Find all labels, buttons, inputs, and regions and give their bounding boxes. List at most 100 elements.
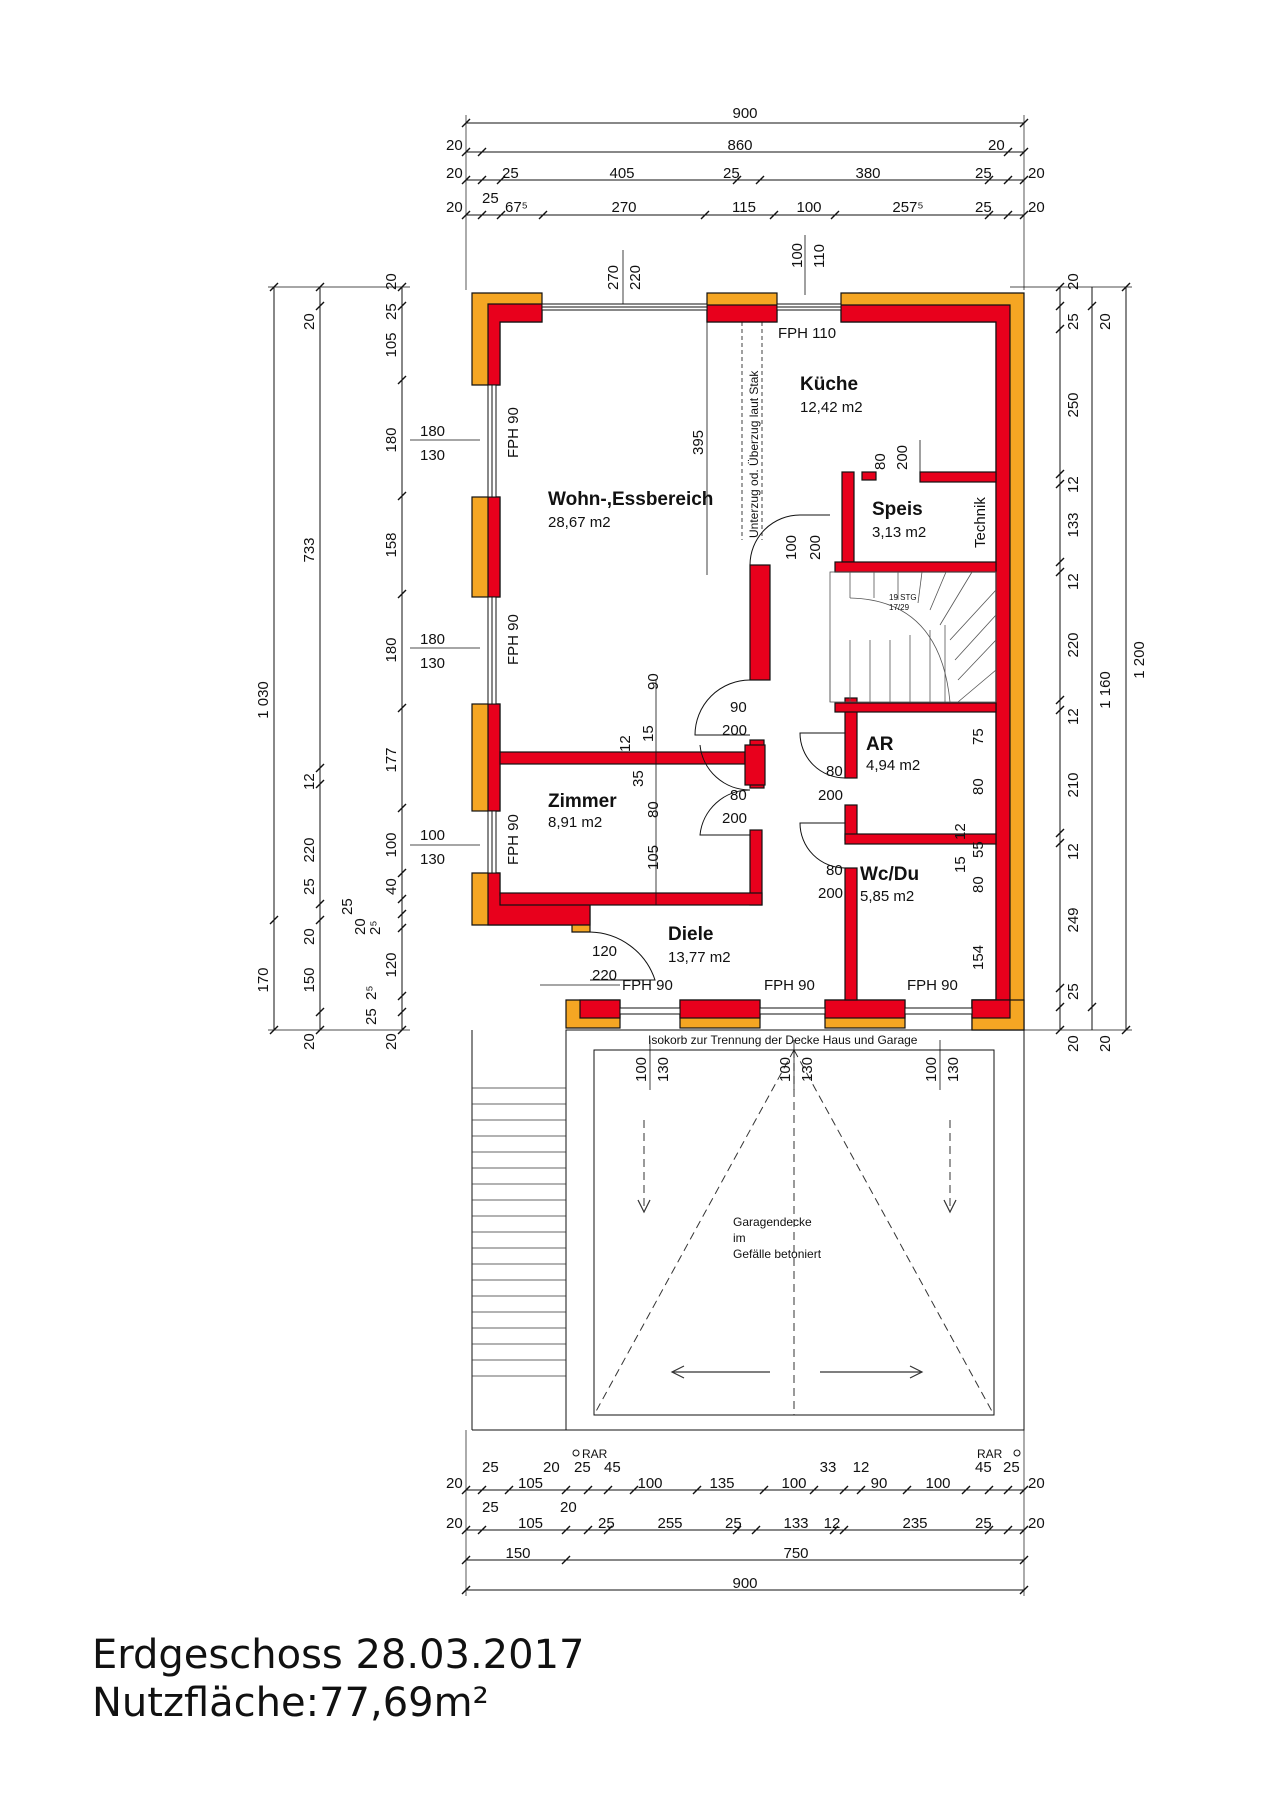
garage-note: im bbox=[733, 1231, 746, 1245]
dim-label: 12 bbox=[617, 735, 634, 752]
window-label: FPH 90 bbox=[505, 614, 522, 665]
dim-label: 257⁵ bbox=[892, 199, 923, 216]
dim-label: 20 bbox=[1028, 199, 1045, 216]
window-label: FPH 90 bbox=[622, 977, 673, 994]
dim-label: 35 bbox=[630, 770, 647, 787]
dim-label: 180 bbox=[420, 631, 445, 648]
dim-label: 180 bbox=[383, 637, 400, 662]
isokorb-note: Isokorb zur Trennung der Decke Haus und … bbox=[648, 1033, 918, 1047]
dim-label: 135 bbox=[709, 1475, 734, 1492]
dim-label: 200 bbox=[722, 810, 747, 827]
dim-label: 25 bbox=[975, 165, 992, 182]
dim-label: 20 bbox=[1028, 1515, 1045, 1532]
dim-label: 20 bbox=[446, 137, 463, 154]
room-area: 12,42 m2 bbox=[800, 399, 863, 416]
stair-count: 19 STG bbox=[889, 593, 917, 602]
dim-label: 130 bbox=[420, 447, 445, 464]
garage-slope-lines bbox=[593, 1049, 995, 1416]
dim-label: 90 bbox=[871, 1475, 888, 1492]
dim-label: 33 bbox=[820, 1459, 837, 1476]
stair-labels: 19 STG 17/29 bbox=[889, 593, 917, 612]
dim-label: 200 bbox=[894, 445, 911, 470]
dim-label: 900 bbox=[732, 1575, 757, 1592]
dim-label: 20 bbox=[543, 1459, 560, 1476]
dim-label: 105 bbox=[518, 1515, 543, 1532]
garage-note: Garagendecke bbox=[733, 1215, 812, 1229]
dim-label: 170 bbox=[255, 967, 272, 992]
dim-label: 200 bbox=[818, 787, 843, 804]
dim-label: 130 bbox=[655, 1057, 672, 1082]
door-swings bbox=[589, 514, 846, 981]
dim-label: 2⁵ bbox=[363, 985, 380, 1000]
dim-label: 105 bbox=[645, 845, 662, 870]
room-name: Speis bbox=[872, 499, 923, 520]
room-name: Wohn-,Essbereich bbox=[548, 489, 713, 510]
room-area: 3,13 m2 bbox=[872, 524, 926, 541]
interior-walls bbox=[499, 471, 997, 1001]
dim-label: 20 bbox=[1065, 1035, 1082, 1052]
dim-label: 55 bbox=[970, 841, 987, 858]
dim-label: 100 bbox=[383, 832, 400, 857]
window-labels: FPH 110 FPH 90 FPH 90 FPH 90 FPH 90 FPH … bbox=[505, 325, 958, 994]
dim-label: 25 bbox=[723, 165, 740, 182]
dim-label: 15 bbox=[640, 725, 657, 742]
dim-label: 130 bbox=[799, 1057, 816, 1082]
garage-stairs bbox=[472, 1087, 566, 1377]
dim-label: 12 bbox=[1065, 476, 1082, 493]
room-name: AR bbox=[866, 734, 894, 755]
dim-label: 20 bbox=[988, 137, 1005, 154]
dim-label: 12 bbox=[1065, 708, 1082, 725]
window-label: FPH 90 bbox=[505, 407, 522, 458]
dim-label: 20 bbox=[1097, 1035, 1114, 1052]
dim-label: 130 bbox=[945, 1057, 962, 1082]
room-area: 5,85 m2 bbox=[860, 888, 914, 905]
dim-label: 25 bbox=[1065, 983, 1082, 1000]
room-name: Küche bbox=[800, 374, 858, 395]
left-window-dim-labels: 180 130 180 130 100 130 bbox=[420, 423, 445, 868]
dim-label: 90 bbox=[730, 699, 747, 716]
dim-label: 25 bbox=[1003, 1459, 1020, 1476]
room-area: 28,67 m2 bbox=[548, 514, 611, 531]
dim-label: 154 bbox=[970, 945, 987, 970]
dim-label: 200 bbox=[807, 535, 824, 560]
windows bbox=[487, 303, 973, 1015]
left-dimension-labels: 1 030 170 20 733 12 220 25 20 150 20 20 … bbox=[255, 273, 400, 1050]
window-label: FPH 90 bbox=[907, 977, 958, 994]
dim-label: 20 bbox=[560, 1499, 577, 1516]
dim-label: 133 bbox=[783, 1515, 808, 1532]
exterior-walls bbox=[471, 292, 1025, 1031]
dim-label: 20 bbox=[446, 165, 463, 182]
dim-label: 235 bbox=[902, 1515, 927, 1532]
dim-label: 100 bbox=[777, 1057, 794, 1082]
dim-label: 25 bbox=[975, 199, 992, 216]
dim-label: 67⁵ bbox=[505, 199, 528, 216]
dim-label: 12 bbox=[1065, 573, 1082, 590]
dim-label: 80 bbox=[730, 787, 747, 804]
dim-label: 200 bbox=[722, 722, 747, 739]
dim-label: 250 bbox=[1065, 392, 1082, 417]
window-label: FPH 90 bbox=[505, 814, 522, 865]
dim-label: 133 bbox=[1065, 512, 1082, 537]
dim-label: 40 bbox=[383, 878, 400, 895]
dim-label: 25 bbox=[502, 165, 519, 182]
left-dimensions bbox=[268, 282, 410, 1035]
dim-label: 733 bbox=[301, 537, 318, 562]
dim-label: 1 160 bbox=[1097, 671, 1114, 709]
dim-label: 20 bbox=[446, 1475, 463, 1492]
dim-label: 80 bbox=[826, 763, 843, 780]
dim-label: 20 bbox=[1028, 1475, 1045, 1492]
stair-rise: 17/29 bbox=[889, 603, 910, 612]
dim-label: 249 bbox=[1065, 907, 1082, 932]
dim-label: 110 bbox=[811, 244, 828, 268]
dim-label: 20 bbox=[301, 313, 318, 330]
dim-label: 180 bbox=[383, 427, 400, 452]
dim-label: 130 bbox=[420, 851, 445, 868]
dim-label: 80 bbox=[970, 778, 987, 795]
garage-note: Gefälle betoniert bbox=[733, 1247, 822, 1261]
dim-label: 210 bbox=[1065, 772, 1082, 797]
dim-label: 80 bbox=[645, 801, 662, 818]
dim-label: 220 bbox=[1065, 632, 1082, 657]
dim-label: 105 bbox=[518, 1475, 543, 1492]
left-window-dims bbox=[410, 439, 480, 846]
